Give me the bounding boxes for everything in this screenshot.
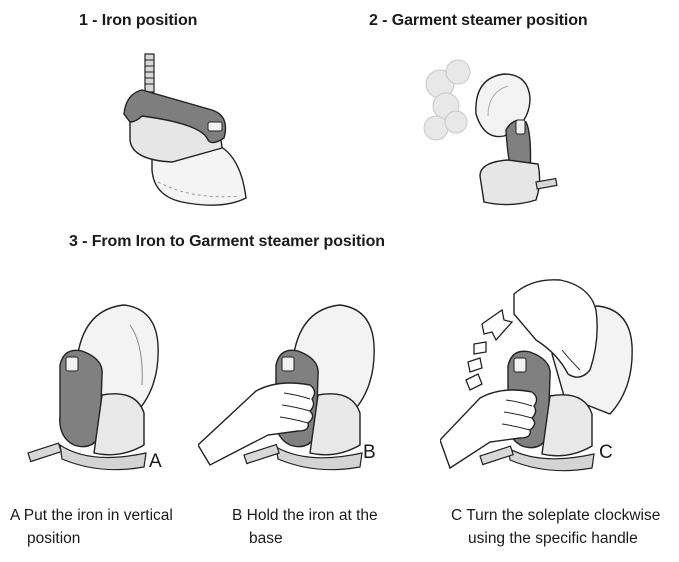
step-a-letter: A xyxy=(149,451,162,472)
heading-iron-position: 1 - Iron position xyxy=(79,12,198,29)
step-c-illustration xyxy=(440,270,665,480)
step-a-caption-line1: A Put the iron in vertical xyxy=(10,507,173,524)
step-a-illustration xyxy=(20,295,170,480)
step-c-caption-line1: C Turn the soleplate clockwise xyxy=(451,507,661,524)
step-b-caption-line1: B Hold the iron at the xyxy=(232,507,378,524)
heading-steamer-position: 2 - Garment steamer position xyxy=(369,12,588,29)
garment-steamer-illustration xyxy=(418,54,568,214)
step-b-caption: B Hold the iron at the base xyxy=(232,504,378,550)
iron-horizontal-illustration xyxy=(112,50,252,216)
step-a-caption-line2: position xyxy=(27,530,81,547)
step-c-caption-line2: using the specific handle xyxy=(468,530,638,547)
step-b-letter: B xyxy=(363,442,376,463)
step-b-caption-line2: base xyxy=(249,530,283,547)
step-b-illustration xyxy=(198,295,388,480)
step-c-letter: C xyxy=(599,442,613,463)
step-c-caption: C Turn the soleplate clockwise using the… xyxy=(451,504,660,550)
heading-transition: 3 - From Iron to Garment steamer positio… xyxy=(69,233,385,250)
step-a-caption: A Put the iron in vertical position xyxy=(10,504,173,550)
